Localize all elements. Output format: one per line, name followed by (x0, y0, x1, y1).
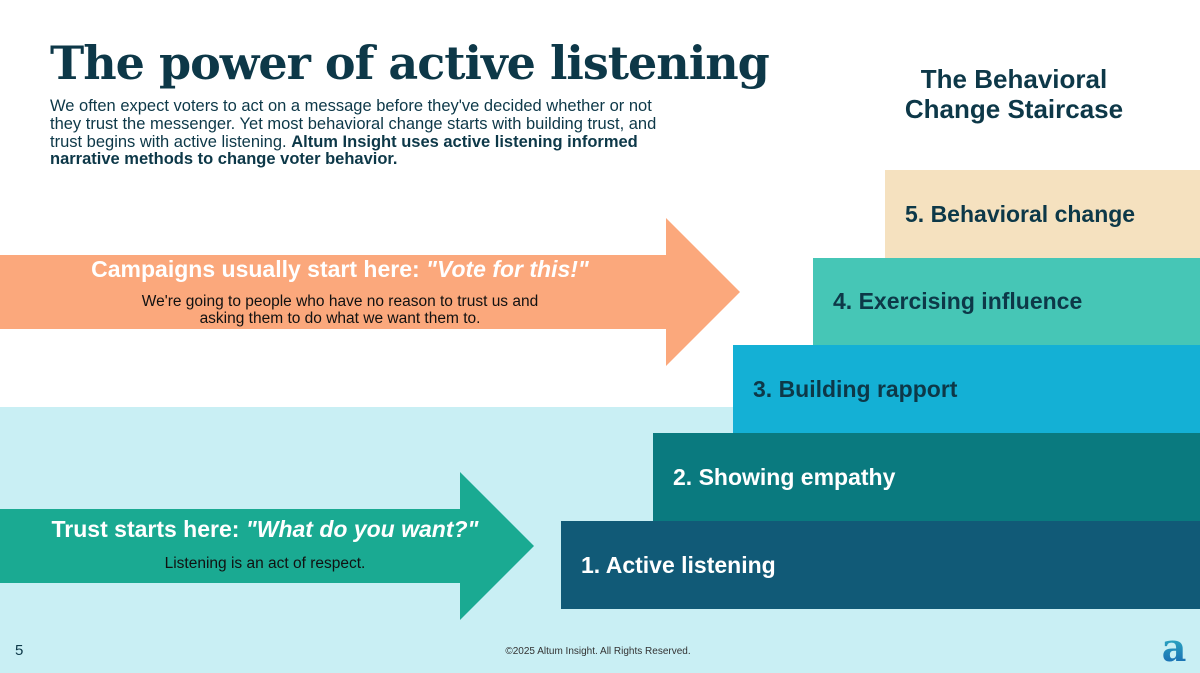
step-building-rapport: 3. Building rapport (733, 345, 1200, 433)
intro-text: We often expect voters to act on a messa… (50, 97, 657, 151)
campaigns-arrow-text: Campaigns usually start here: "Vote for … (60, 256, 620, 327)
page-number: 5 (15, 642, 24, 659)
step-showing-empathy: 2. Showing empathy (653, 433, 1200, 521)
campaigns-arrow-shape (0, 218, 740, 366)
campaigns-subtext: We're going to people who have no reason… (141, 293, 539, 328)
step-label: 1. Active listening (581, 551, 776, 578)
step-behavioral-change: 5. Behavioral change (885, 170, 1200, 258)
trust-heading-text: Trust starts here: (51, 516, 246, 542)
intro-paragraph: We often expect voters to act on a messa… (50, 97, 665, 169)
staircase-title: The Behavioral Change Staircase (880, 64, 1148, 125)
campaigns-quote: "Vote for this!" (426, 256, 589, 282)
trust-quote: "What do you want?" (245, 516, 479, 542)
campaigns-heading-text: Campaigns usually start here: (91, 256, 427, 282)
trust-subtext: Listening is an act of respect. (164, 555, 366, 572)
staircase-title-line2: Change Staircase (904, 94, 1124, 125)
trust-heading: Trust starts here: "What do you want?" (20, 516, 510, 543)
trust-arrow-shape (0, 472, 534, 620)
intro-bold-text: Altum Insight uses active listening info… (50, 132, 638, 169)
logo-letter: a (1162, 628, 1187, 668)
trust-arrow-text: Trust starts here: "What do you want?" L… (20, 516, 510, 572)
staircase-title-line1: The Behavioral (920, 64, 1108, 94)
page-title: The power of active listening (50, 36, 770, 90)
step-exercising-influence: 4. Exercising influence (813, 258, 1200, 345)
step-label: 2. Showing empathy (673, 463, 896, 490)
step-label: 5. Behavioral change (905, 200, 1136, 227)
step-active-listening: 1. Active listening (561, 521, 1200, 609)
step-label: 3. Building rapport (753, 375, 958, 402)
altum-logo-icon: a (1162, 628, 1187, 668)
copyright-notice: ©2025 Altum Insight. All Rights Reserved… (505, 646, 691, 657)
campaigns-heading: Campaigns usually start here: "Vote for … (60, 256, 620, 283)
step-label: 4. Exercising influence (833, 288, 1083, 314)
